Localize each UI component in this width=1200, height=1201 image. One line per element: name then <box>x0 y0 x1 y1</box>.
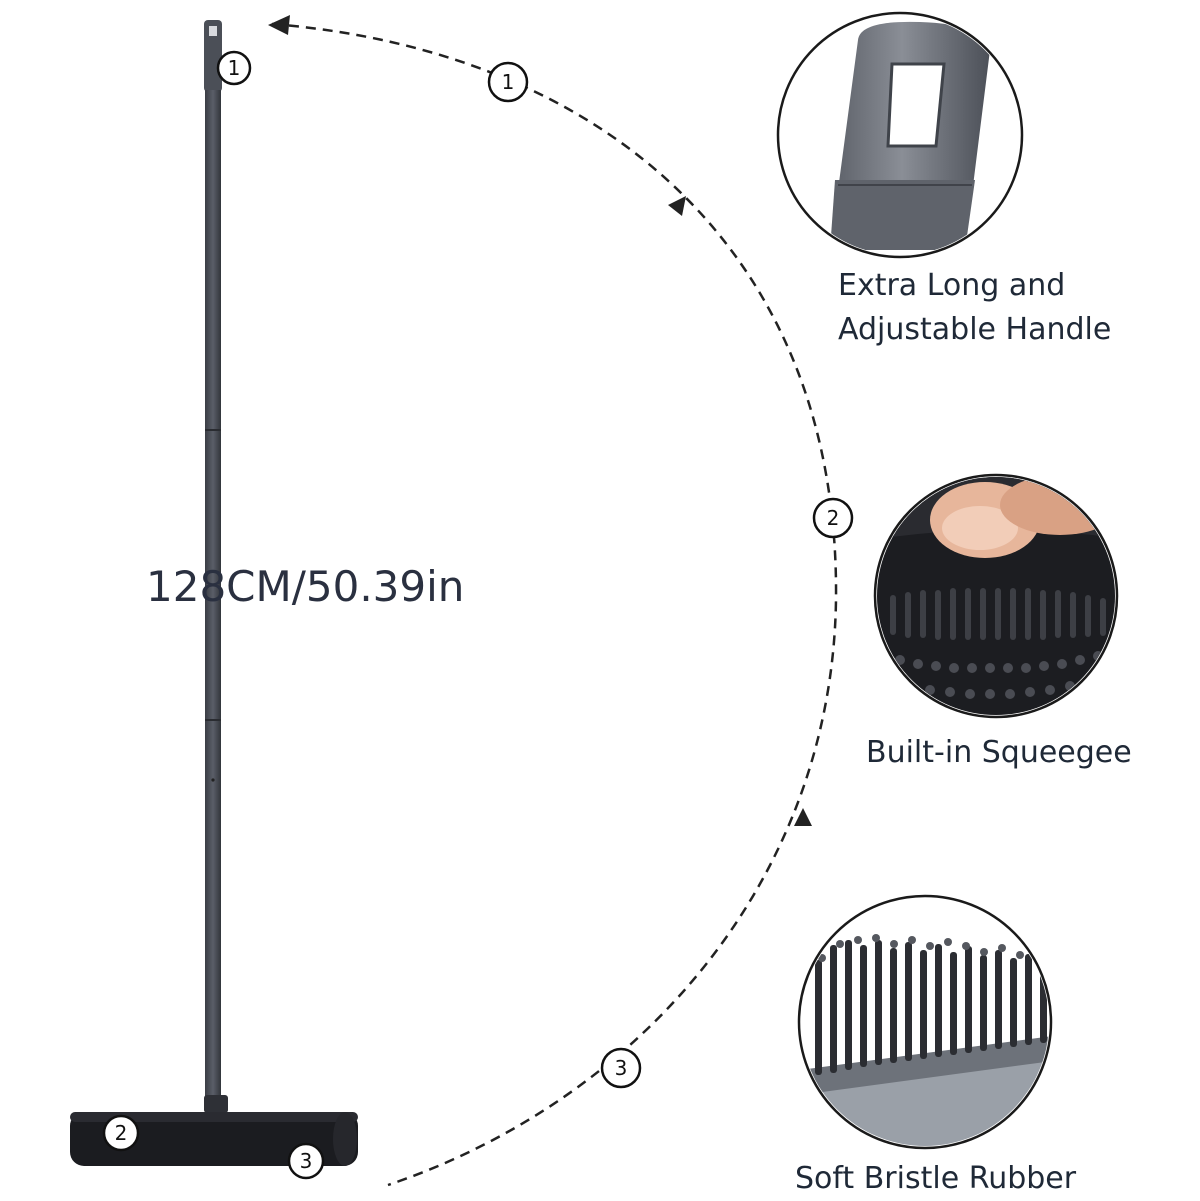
feature-label-line: Adjustable Handle <box>838 312 1112 347</box>
bristle-closeup-icon <box>797 894 1053 1150</box>
arc-marker-3: 3 <box>600 1047 642 1089</box>
squeegee-closeup-icon <box>873 473 1119 719</box>
marker-number: 1 <box>502 70 515 94</box>
marker-number: 3 <box>300 1149 313 1173</box>
broom-marker-1: 1 <box>216 50 252 86</box>
marker-number: 3 <box>615 1056 628 1080</box>
handle-top-cap <box>204 20 222 92</box>
feature-label-line: Soft Bristle Rubber <box>795 1161 1077 1196</box>
arc-marker-1: 1 <box>487 61 529 103</box>
broom-product <box>70 20 358 1166</box>
broom-pole <box>205 90 221 1110</box>
feature-label-handle: Extra Long and Adjustable Handle <box>838 264 1111 352</box>
broom-marker-2: 2 <box>102 1114 140 1152</box>
arrow-icon <box>794 808 812 826</box>
arrow-icon <box>268 15 290 35</box>
feature-label-line: Built-in Squeegee <box>866 735 1132 770</box>
feature-label-squeegee: Built-in Squeegee <box>866 731 1132 775</box>
arrow-icon <box>668 196 686 216</box>
marker-number: 2 <box>827 506 840 530</box>
feature-label-line: Extra Long and <box>838 268 1066 303</box>
marker-number: 1 <box>228 56 241 80</box>
marker-number: 2 <box>115 1121 128 1145</box>
handle-closeup-icon <box>776 11 1024 259</box>
arc-marker-2: 2 <box>812 497 854 539</box>
broom-marker-3: 3 <box>287 1142 325 1180</box>
broom-head <box>70 1112 358 1166</box>
feature-label-bristle: Soft Bristle Rubber <box>795 1157 1076 1201</box>
length-measurement: 128CM/50.39in <box>146 562 465 611</box>
